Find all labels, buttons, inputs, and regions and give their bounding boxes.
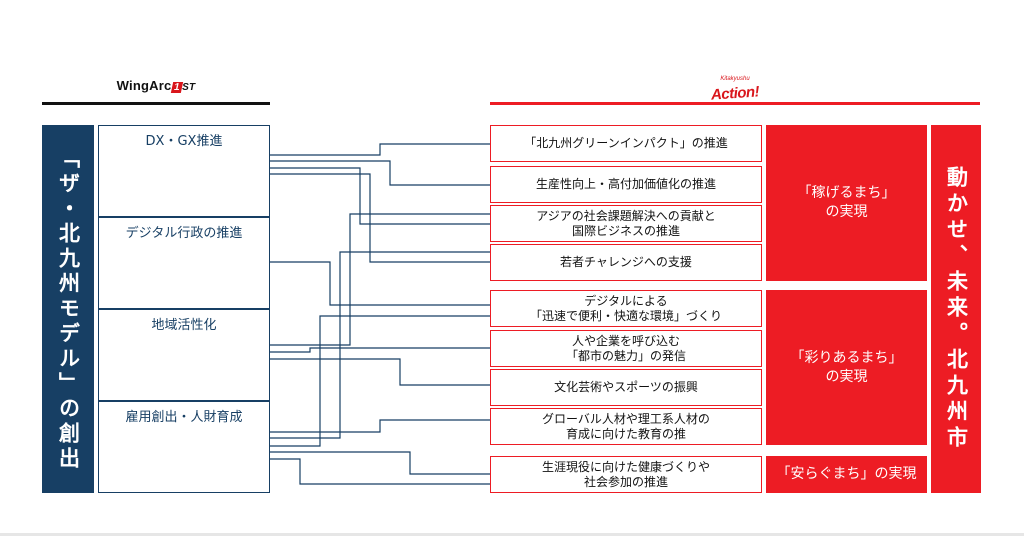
initiative-label: 人や企業を呼び込む 「都市の魅力」の発信 <box>565 333 686 363</box>
initiative-box: アジアの社会課題解決への貢献と 国際ビジネスの推進 <box>490 205 762 242</box>
initiative-box: 若者チャレンジへの支援 <box>490 244 762 281</box>
initiative-label: デジタルによる 「迅速で便利・快適な環境」づくり <box>529 293 722 323</box>
dx-gx-box: DX・GX推進 <box>98 125 270 217</box>
digital-admin-box: デジタル行政の推進 <box>98 217 270 309</box>
wingarc-logo-text: WingArc <box>116 78 172 93</box>
initiative-label: アジアの社会課題解決への貢献と 国際ビジネスの推進 <box>536 208 716 238</box>
initiative-label: 文化芸術やスポーツの振興 <box>554 380 698 394</box>
connector-line <box>270 451 490 475</box>
connector-line <box>270 167 490 225</box>
kitakyushu-slogan-column: 動かせ、未来。北九州市 <box>931 125 981 493</box>
initiative-box: 生涯現役に向けた健康づくりや 社会参加の推進 <box>490 456 762 493</box>
connector-line <box>270 173 490 263</box>
initiative-label: 生産性向上・高付加価値化の推進 <box>535 177 716 191</box>
goal-colorful-city: 「彩りあるまち」 の実現 <box>766 290 927 445</box>
connector-line <box>270 347 490 353</box>
kitakyushu-action-logo: Kitakyushu Action! <box>490 76 980 104</box>
initiative-box: デジタルによる 「迅速で便利・快適な環境」づくり <box>490 290 762 327</box>
model-creation-title: 「ザ・北九州モデル」の創出 <box>56 146 81 472</box>
initiative-label: 生涯現役に向けた健康づくりや 社会参加の推進 <box>541 459 710 489</box>
employment-talent-box: 雇用創出・人財育成 <box>98 401 270 493</box>
employment-talent-label: 雇用創出・人財育成 <box>125 409 243 425</box>
dx-gx-label: DX・GX推進 <box>145 133 223 149</box>
goal-label: 「稼げるまち」 の実現 <box>797 185 896 220</box>
initiative-label: 若者チャレンジへの支援 <box>560 255 692 269</box>
wingarc-logo-suffix: ST <box>182 82 196 93</box>
goal-label: 「彩りあるまち」 の実現 <box>790 349 903 385</box>
initiative-label: グローバル人材や理工系人材の 育成に向けた教育の推 <box>542 411 710 441</box>
digital-admin-label: デジタル行政の推進 <box>125 225 243 241</box>
left-header-rule <box>42 102 270 105</box>
connector-line <box>270 143 490 156</box>
connector-line <box>270 251 490 439</box>
connector-line <box>270 160 490 186</box>
connector-line <box>270 458 490 485</box>
connector-line <box>270 419 490 433</box>
initiative-box: 人や企業を呼び込む 「都市の魅力」の発信 <box>490 330 762 367</box>
initiative-box: 文化芸術やスポーツの振興 <box>490 369 762 406</box>
footer-divider <box>0 533 1024 536</box>
connector-line <box>270 213 490 346</box>
goal-peaceful-city: 「安らぐまち」の実現 <box>766 456 927 493</box>
kitakyushu-logo-small: Kitakyushu <box>720 76 750 82</box>
connector-line <box>270 358 490 386</box>
regional-revitalization-label: 地域活性化 <box>151 317 217 333</box>
kitakyushu-slogan: 動かせ、未来。北九州市 <box>944 166 969 452</box>
initiative-label: 「北九州グリーンインパクト」の推進 <box>524 136 728 150</box>
connector-line <box>270 315 490 447</box>
initiative-box: 生産性向上・高付加価値化の推進 <box>490 166 762 203</box>
right-header-rule <box>490 102 980 105</box>
initiative-box: グローバル人材や理工系人材の 育成に向けた教育の推 <box>490 408 762 445</box>
goal-earning-city: 「稼げるまち」 の実現 <box>766 125 927 281</box>
initiative-box: 「北九州グリーンインパクト」の推進 <box>490 125 762 162</box>
connector-line <box>270 261 490 306</box>
model-creation-column: 「ザ・北九州モデル」の創出 <box>42 125 94 493</box>
regional-revitalization-box: 地域活性化 <box>98 309 270 401</box>
goal-label: 「安らぐまち」の実現 <box>776 466 917 482</box>
